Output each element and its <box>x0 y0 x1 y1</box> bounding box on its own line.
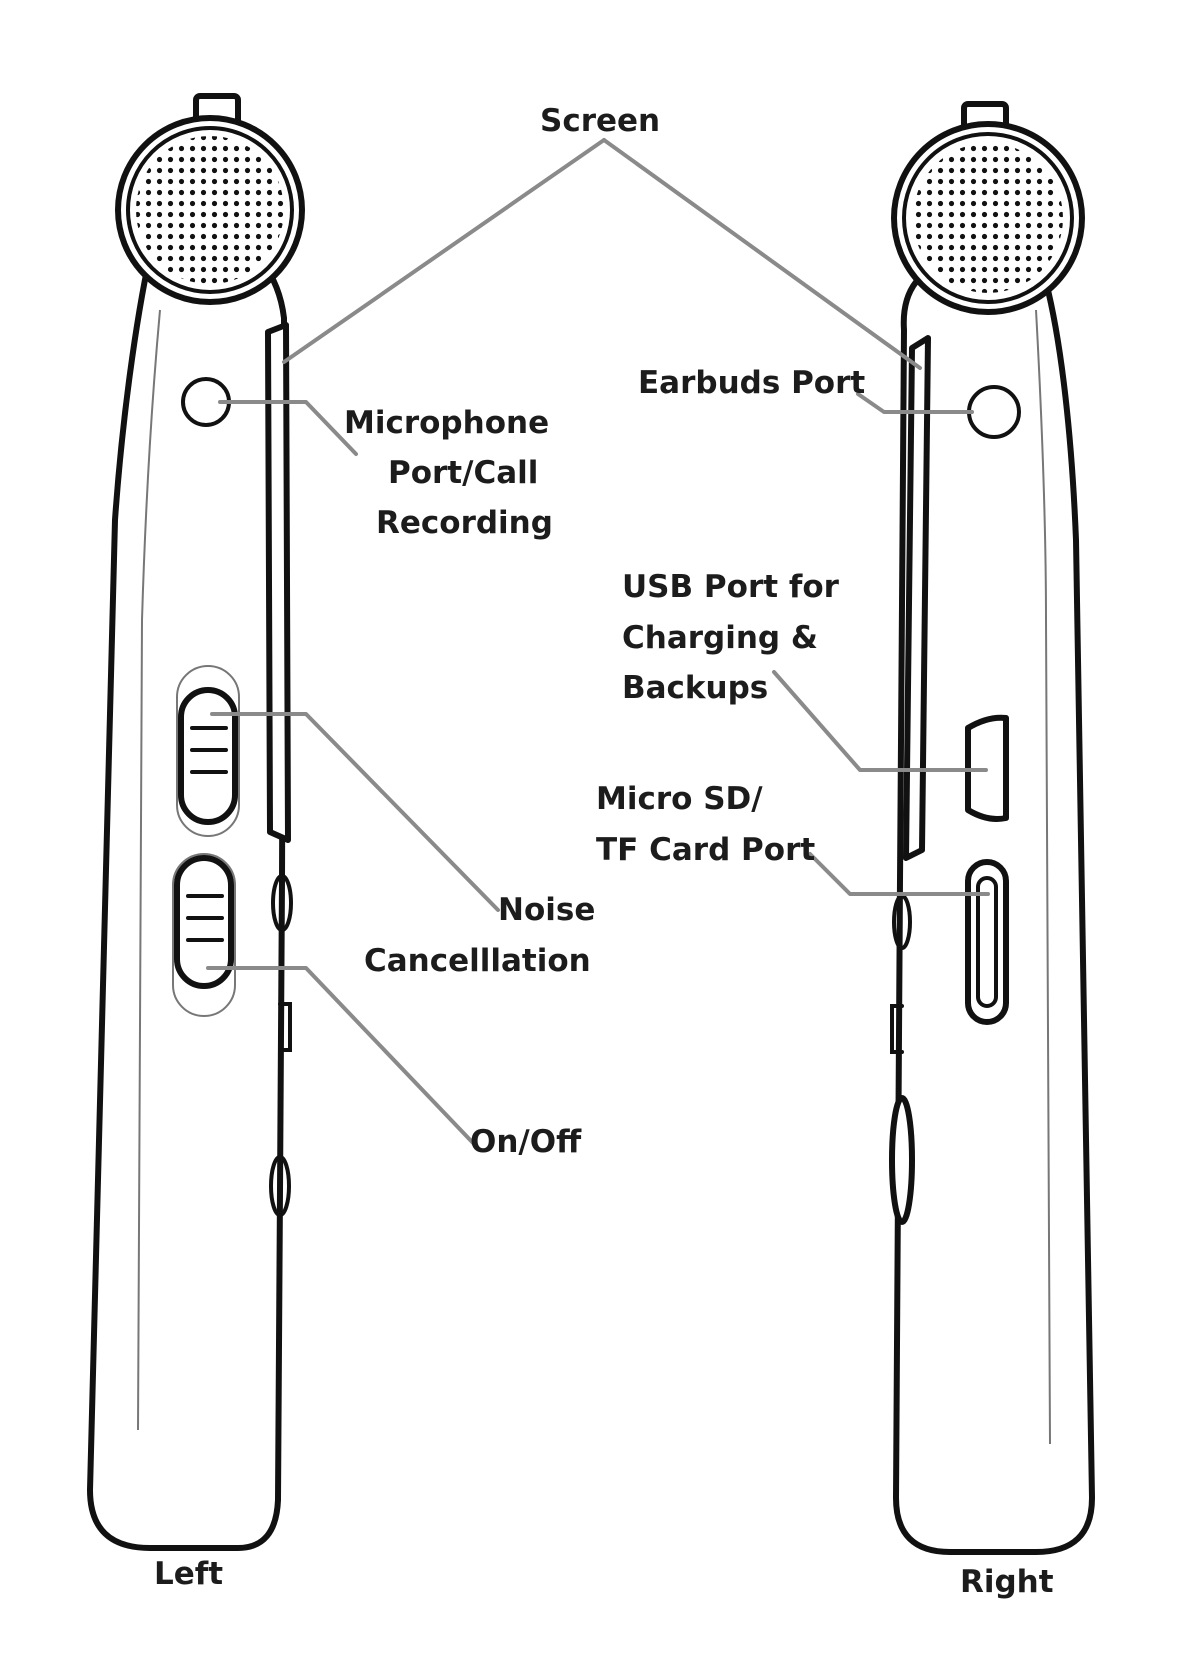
label-noise-line-2: Cancelllation <box>364 943 591 979</box>
label-microphone-line-2: Port/Call <box>388 455 538 491</box>
left-grille-mesh <box>136 136 284 284</box>
left-device <box>90 96 302 1548</box>
label-left: Left <box>154 1556 223 1592</box>
leader-screen-right <box>604 140 920 368</box>
right-grille-mesh <box>913 143 1063 293</box>
label-on-off: On/Off <box>470 1124 582 1160</box>
label-earbuds-port: Earbuds Port <box>638 365 865 401</box>
label-usb-line-3: Backups <box>622 670 768 706</box>
label-usb-line-1: USB Port for <box>622 569 840 605</box>
right-volume-rocker <box>892 1098 912 1222</box>
label-screen: Screen <box>540 103 660 139</box>
label-microphone-line-3: Recording <box>376 505 553 541</box>
label-right: Right <box>960 1564 1054 1600</box>
label-micro-sd-line-2: TF Card Port <box>596 832 815 868</box>
left-noise-switch <box>181 690 235 822</box>
label-micro-sd-line-1: Micro SD/ <box>596 781 763 817</box>
right-screen-edge <box>906 338 928 858</box>
leader-lines <box>208 140 988 1144</box>
label-microphone-line-1: Microphone <box>344 405 549 441</box>
label-usb-line-2: Charging & <box>622 620 818 656</box>
leader-screen-left <box>284 140 604 362</box>
right-device <box>892 104 1092 1552</box>
right-sd-port-outer <box>968 862 1006 1022</box>
label-noise-line-1: Noise <box>498 892 595 928</box>
